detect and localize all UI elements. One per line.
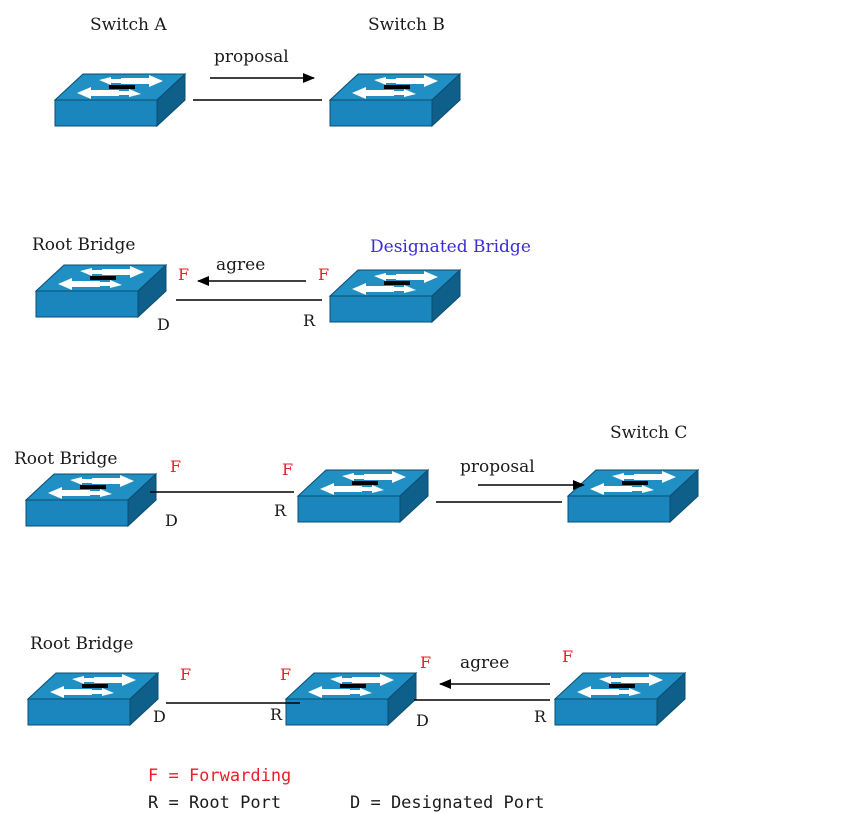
switch-b-icon	[329, 73, 461, 127]
root-bridge-icon-row3	[25, 473, 157, 527]
legend-designated-port: D = Designated Port	[350, 793, 544, 813]
root-port-f-row4: F	[180, 665, 191, 684]
agree-label-row2: agree	[216, 255, 265, 275]
proposal-label-row1: proposal	[214, 47, 289, 67]
right-port-r-row4: R	[534, 707, 547, 726]
root-port-d-row3: D	[165, 511, 178, 530]
middle-port-r-row3: R	[274, 501, 287, 520]
switch-c-label: Switch C	[610, 423, 687, 443]
right-port-f-row4: F	[562, 647, 573, 666]
right-switch-icon-row4	[554, 672, 686, 726]
middle-right-port-d: D	[416, 711, 429, 730]
middle-switch-icon-row4	[285, 672, 417, 726]
root-port-d-row2: D	[157, 315, 170, 334]
designated-port-f-row2: F	[318, 265, 329, 284]
root-bridge-icon-row4	[27, 672, 159, 726]
root-bridge-label-row3: Root Bridge	[14, 449, 117, 469]
switch-a-label: Switch A	[90, 15, 167, 35]
root-port-f-row2: F	[178, 265, 189, 284]
middle-left-port-f: F	[280, 665, 291, 684]
legend-root-port: R = Root Port	[148, 793, 281, 813]
designated-bridge-icon	[329, 269, 461, 323]
root-bridge-label-row4: Root Bridge	[30, 634, 133, 654]
middle-right-port-f: F	[420, 653, 431, 672]
switch-b-label: Switch B	[368, 15, 445, 35]
agree-label-row4: agree	[460, 653, 509, 673]
root-bridge-icon-row2	[35, 264, 167, 318]
legend-forwarding: F = Forwarding	[148, 766, 291, 786]
switch-c-icon	[567, 469, 699, 523]
middle-port-f-row3: F	[282, 460, 293, 479]
middle-switch-icon-row3	[297, 469, 429, 523]
designated-bridge-label: Designated Bridge	[370, 237, 531, 257]
root-port-f-row3: F	[170, 457, 181, 476]
middle-left-port-r: R	[270, 705, 283, 724]
root-port-d-row4: D	[153, 707, 166, 726]
proposal-label-row3: proposal	[460, 457, 535, 477]
switch-a-icon	[54, 73, 186, 127]
designated-port-r-row2: R	[303, 311, 316, 330]
root-bridge-label-row2: Root Bridge	[32, 235, 135, 255]
